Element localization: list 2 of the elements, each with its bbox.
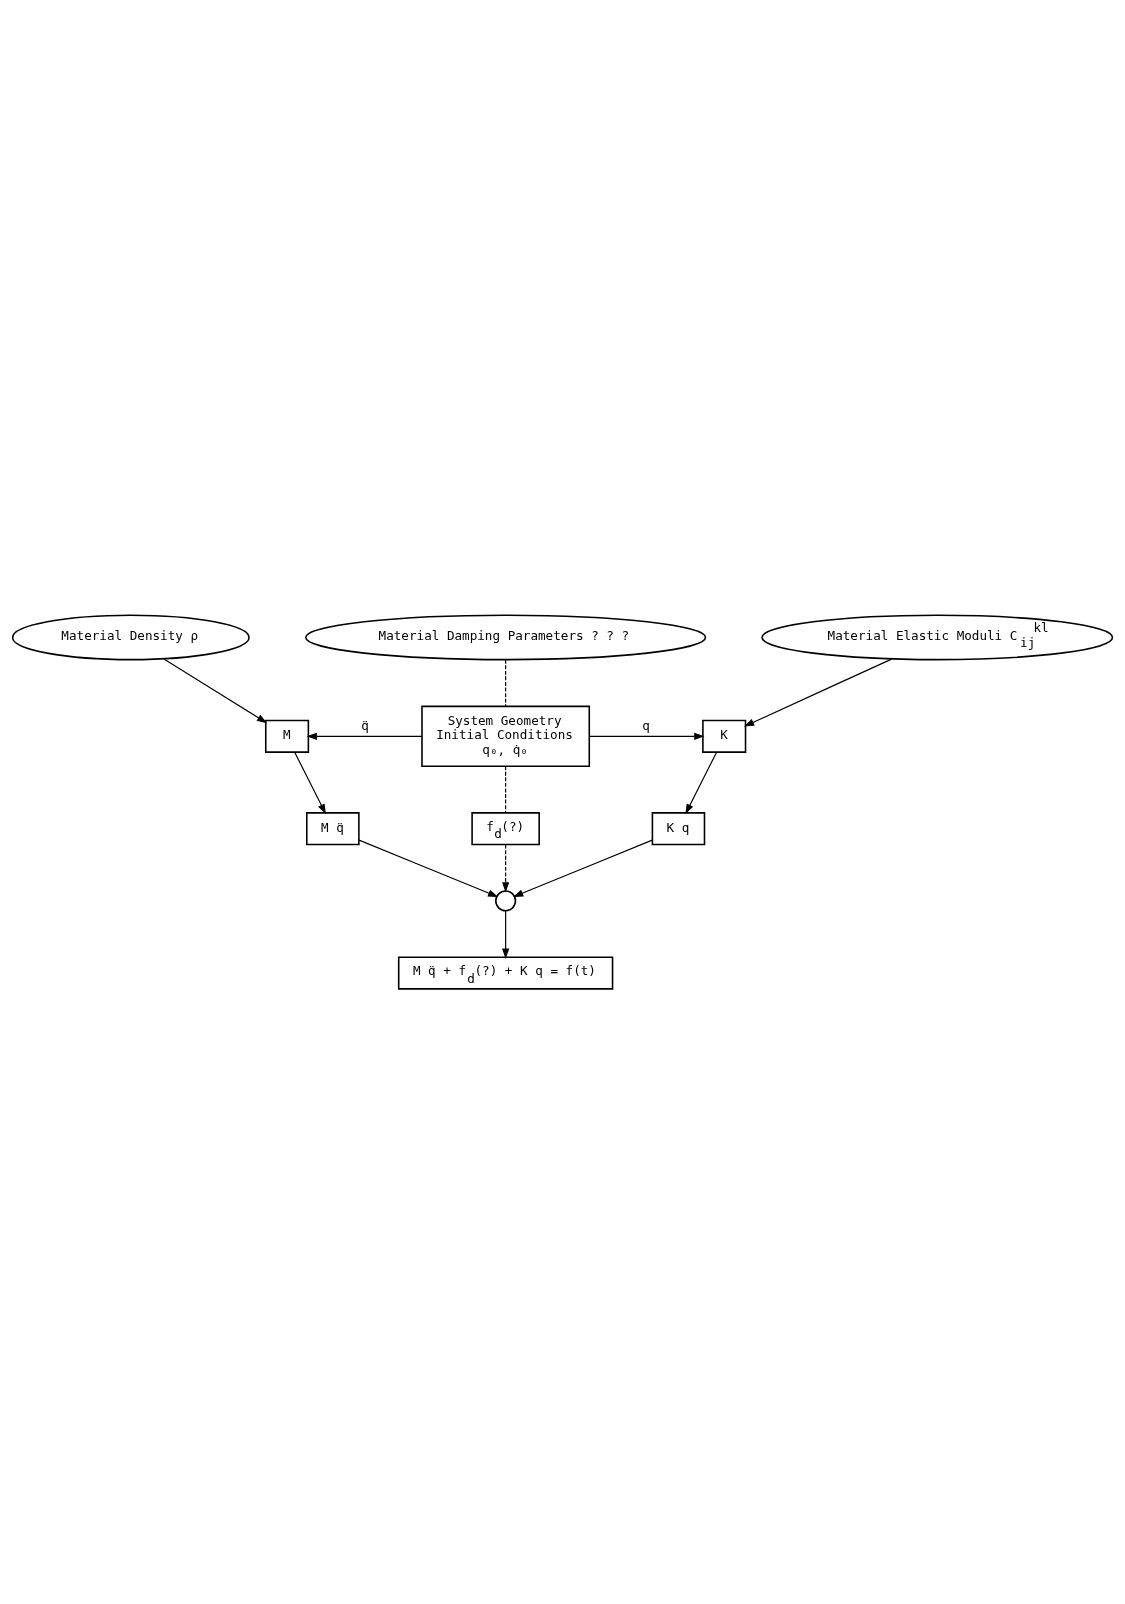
- edge-label: q̈: [361, 717, 369, 733]
- edge-label: q: [642, 717, 650, 733]
